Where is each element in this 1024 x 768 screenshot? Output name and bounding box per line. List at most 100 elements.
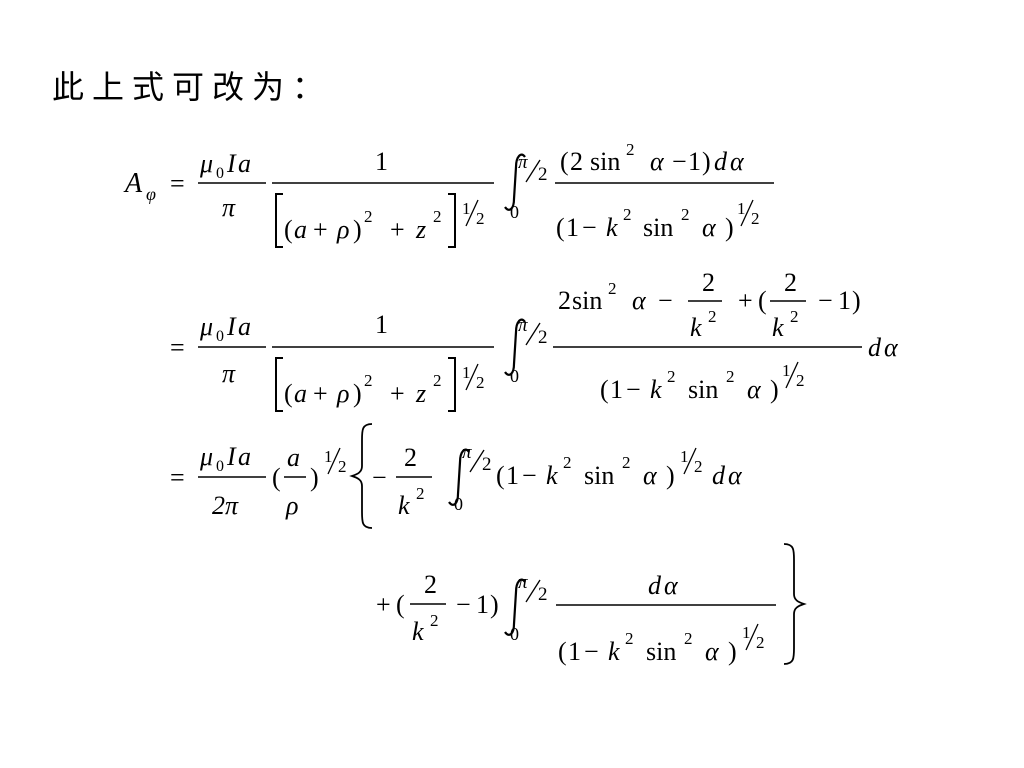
math-d: d [868,333,882,362]
math-minus: − [582,213,597,242]
math-alpha: α [643,461,658,490]
math-two: 2 [708,307,717,326]
math-A: A [123,168,143,199]
math-one: 1 [566,213,579,242]
math-zero: 0 [510,366,519,386]
exponent-denominator: 2 [476,373,485,392]
math-lp: ( [284,379,293,408]
math-sin: sin [572,286,602,315]
upper-limit-two: 2 [538,584,548,605]
math-plus: + [376,590,391,619]
math-zero: 0 [510,202,519,222]
math-alpha: α [632,286,647,315]
math-minus: − [584,637,599,666]
math-alpha: α [705,637,720,666]
exponent-numerator: 1 [462,199,471,218]
math-minus: − [626,375,641,404]
upper-limit-two: 2 [538,164,548,185]
math-a: a [294,379,307,408]
exponent-slash [327,447,341,475]
math-alpha: α [730,147,745,176]
exponent-slash [683,447,697,475]
math-two_pi: 2π [212,491,239,520]
math-rp: ) [490,590,499,619]
integral-sign [504,578,526,636]
math-lp: ( [600,375,609,404]
upper-limit-pi: π [518,315,528,336]
math-I: I [226,312,237,341]
math-alpha: α [664,571,679,600]
math-I: I [226,442,237,471]
math-eq: = [170,333,185,362]
math-mu: μ [199,442,213,471]
math-rp: ) [852,286,861,315]
exponent-numerator: 1 [782,361,791,380]
right-bracket [448,193,456,248]
upper-limit-two: 2 [538,327,548,348]
math-d: d [648,571,662,600]
math-I: I [226,149,237,178]
exponent-numerator: 1 [680,447,689,466]
exponent-denominator: 2 [796,371,805,390]
math-rp: ) [770,375,779,404]
math-rp: ) [725,213,734,242]
math-k: k [412,617,424,646]
math-zero: 0 [216,328,224,345]
math-rp: ) [353,215,362,244]
math-z: z [415,215,426,244]
math-two: 2 [430,611,439,630]
math-plus: + [738,286,753,315]
math-lp: ( [558,637,567,666]
math-one: 1 [838,286,851,315]
exponent-numerator: 1 [737,199,746,218]
math-minus: − [672,147,687,176]
math-zero: 0 [216,458,224,475]
math-lp: ( [556,213,565,242]
math-k: k [606,213,618,242]
math-two: 2 [684,629,693,648]
limit-slash [525,579,541,603]
exponent-slash [740,199,754,227]
math-rp: ) [353,379,362,408]
exponent-denominator: 2 [756,633,765,652]
limit-slash [525,322,541,346]
right-brace [783,543,807,665]
math-minus: − [456,590,471,619]
limit-slash [525,159,541,183]
math-two: 2 [625,629,634,648]
math-zero: 0 [510,624,519,644]
math-rho: ρ [285,491,298,520]
limit-slash [469,449,485,473]
math-rp: ) [702,147,711,176]
math-one: 1 [476,590,489,619]
math-rp: ) [666,461,675,490]
left-bracket [275,357,283,412]
exponent-slash [465,199,479,227]
math-zero: 0 [216,165,224,182]
math-mu: μ [199,149,213,178]
math-k: k [650,375,662,404]
math-zero: 0 [454,494,463,514]
math-two: 2 [623,205,632,224]
upper-limit-pi: π [518,572,528,593]
math-plus: + [313,379,328,408]
math-rho: ρ [336,379,349,408]
exponent-numerator: 1 [324,447,333,466]
math-two: 2 [790,307,799,326]
math-two: 2 [726,367,735,386]
math-two: 2 [433,371,442,390]
math-sin: sin [646,637,676,666]
math-alpha: α [702,213,717,242]
math-alpha: α [747,375,762,404]
upper-limit-two: 2 [482,454,492,475]
math-lp: ( [496,461,505,490]
exponent-denominator: 2 [694,457,703,476]
math-plus: + [390,379,405,408]
exponent-slash [785,361,799,389]
exponent-numerator: 1 [462,363,471,382]
math-a: a [238,312,251,341]
math-two: 2 [563,453,572,472]
math-alpha: α [650,147,665,176]
math-lp: ( [758,286,767,315]
